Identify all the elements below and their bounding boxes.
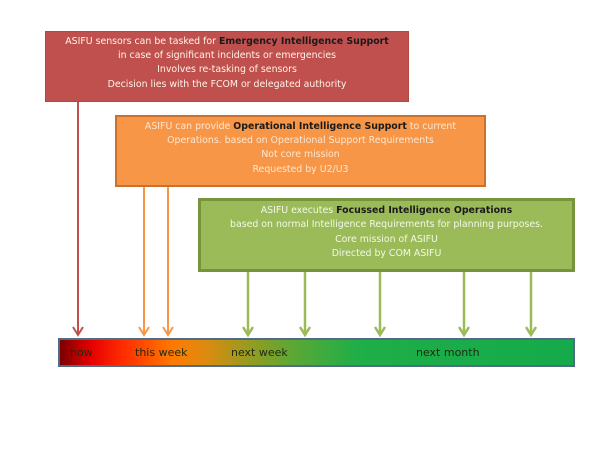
arrow-head-icon: [457, 326, 471, 338]
focussed-arrow: [298, 272, 312, 338]
focussed-line-2: based on normal Intelligence Requirement…: [230, 219, 543, 231]
focussed-arrow: [457, 272, 471, 338]
arrow-head-icon: [373, 326, 387, 338]
timeline-label-next-month: next month: [416, 346, 480, 359]
emergency-intelligence-support-box: ASIFU sensors can be tasked for Emergenc…: [45, 31, 409, 102]
focussed-line-1: ASIFU executes Focussed Intelligence Ope…: [260, 205, 513, 216]
focussed-line-3: Core mission of ASIFU: [335, 233, 438, 245]
focussed-title: Focussed Intelligence Operations: [336, 205, 513, 216]
emergency-line-4: Decision lies with the FCOM or delegated…: [107, 78, 347, 90]
focussed-arrow: [524, 272, 538, 338]
operational-line-4: Requested by U2/U3: [252, 163, 349, 175]
arrow-head-icon: [524, 326, 538, 338]
timeline-label-this-week: this week: [135, 346, 188, 359]
timeline-label-now: now: [70, 346, 93, 359]
focussed-line-4: Directed by COM ASIFU: [331, 248, 442, 260]
operational-arrow: [162, 187, 174, 337]
emergency-line-2: in case of significant incidents or emer…: [118, 50, 336, 62]
emergency-line-3: Involves re-tasking of sensors: [157, 64, 297, 76]
focussed-arrow: [373, 272, 387, 338]
arrow-head-icon: [241, 326, 255, 338]
arrow-head-icon: [298, 326, 312, 338]
emergency-arrow: [72, 102, 84, 337]
arrow-head-icon: [72, 326, 84, 337]
operational-line-3: Not core mission: [261, 149, 340, 161]
focussed-arrow: [241, 272, 255, 338]
operational-arrow: [138, 187, 150, 337]
timeline-label-next-week: next week: [231, 346, 288, 359]
arrow-head-icon: [162, 326, 174, 337]
operational-line-2: Operations. based on Operational Support…: [167, 135, 434, 147]
arrow-head-icon: [138, 326, 150, 337]
operational-intelligence-support-box: ASIFU can provide Operational Intelligen…: [115, 115, 486, 187]
operational-line-1: ASIFU can provide Operational Intelligen…: [144, 121, 457, 132]
focussed-intelligence-operations-box: ASIFU executes Focussed Intelligence Ope…: [198, 198, 575, 272]
emergency-title: Emergency Intelligence Support: [219, 36, 389, 47]
operational-title: Operational Intelligence Support: [233, 121, 407, 132]
emergency-line-1: ASIFU sensors can be tasked for Emergenc…: [65, 36, 389, 47]
timeline-bar: now this week next week next month: [58, 338, 575, 367]
